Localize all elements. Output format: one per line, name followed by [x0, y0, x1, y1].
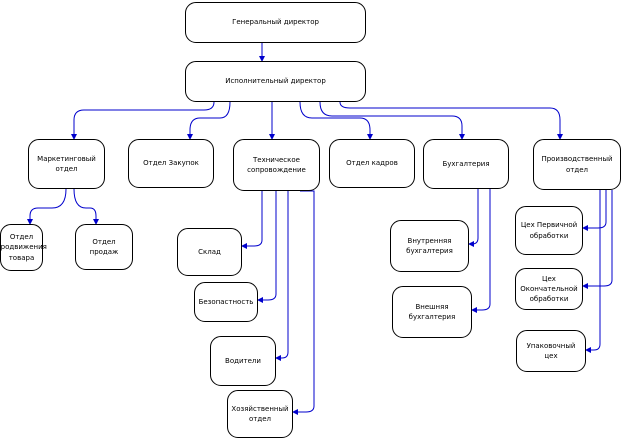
general-director-box: Генеральный директор — [185, 2, 366, 43]
external-accounting-box: Внешняя бухгалтерия — [392, 286, 472, 338]
executive-director-box: Исполнительный директор — [185, 61, 366, 102]
primary-workshop-box: Цех Первичной обработки — [515, 206, 583, 255]
final-workshop-box: Цех Окончательной обработки — [515, 268, 583, 310]
connector-production-to-packing — [585, 190, 601, 353]
production-dept-box: Производственный отдел — [533, 139, 621, 190]
connector-tech-to-security — [257, 191, 277, 303]
connector-marketing-to-promotion — [27, 188, 67, 225]
connector-production-to-primary — [582, 190, 607, 231]
warehouse-box: Склад — [177, 228, 242, 276]
connector-executive-to-accounting — [319, 101, 465, 140]
connector-marketing-to-sales — [73, 188, 99, 225]
procurement-dept-box: Отдел Закупок — [128, 139, 214, 188]
promotion-dept-box: Отдел продвижения товара — [0, 224, 47, 271]
connector-tech-to-drivers — [275, 191, 289, 361]
connector-production-to-final — [582, 190, 613, 289]
connector-executive-to-hr — [299, 101, 373, 140]
marketing-dept-box: Маркетинговый отдел — [28, 139, 105, 189]
connector-executive-to-production — [339, 101, 563, 140]
connector-executive-to-marketing — [71, 101, 215, 140]
connector-tech-to-household — [292, 190, 315, 415]
household-dept-box: Хозяйственный отдел — [227, 390, 293, 438]
connector-executive-to-procurement — [187, 101, 231, 140]
sales-dept-box: Отдел продаж — [75, 224, 133, 270]
hr-dept-box: Отдел кадров — [329, 139, 415, 188]
security-box: Безопастность — [194, 282, 258, 322]
connector-tech-to-warehouse — [241, 191, 263, 249]
internal-accounting-box: Внутренняя бухгалтерия — [390, 220, 469, 272]
packing-workshop-box: Упаковочный цех — [516, 330, 586, 372]
connector-accounting-to-internal — [468, 189, 479, 247]
connector-accounting-to-external — [471, 189, 491, 313]
tech-support-box: Техническое сопровождение — [233, 139, 320, 191]
drivers-box: Водители — [210, 336, 276, 386]
accounting-box: Бухгалтерия — [423, 139, 509, 189]
